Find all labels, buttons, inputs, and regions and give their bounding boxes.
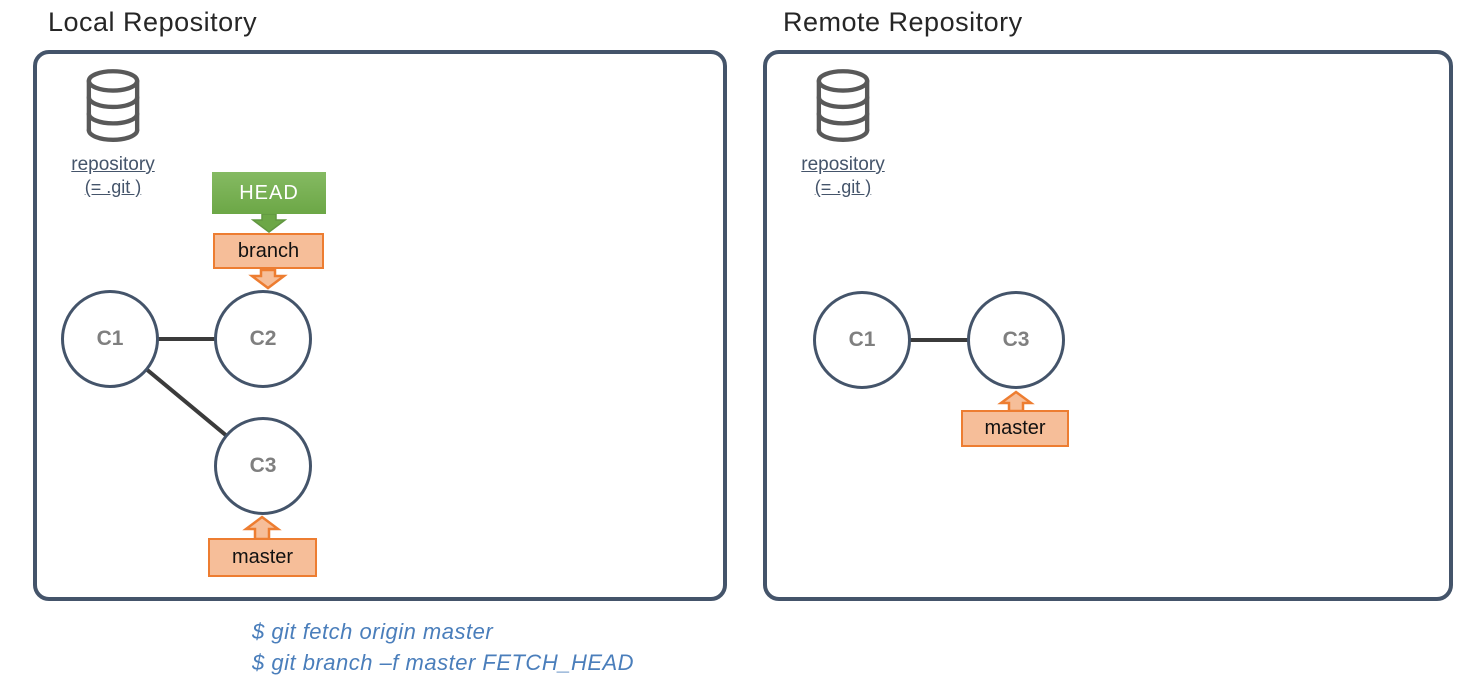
repository-git-label: (= .git ) xyxy=(814,177,872,197)
branch-badge: branch xyxy=(213,233,324,269)
commit-node-c1: C1 xyxy=(813,291,911,389)
git-command-line: $ git fetch origin master xyxy=(252,619,494,644)
master-arrow-icon xyxy=(997,390,1035,413)
master-badge: master xyxy=(208,538,317,577)
commit-node-c1: C1 xyxy=(61,290,159,388)
commit-node-c2: C2 xyxy=(214,290,312,388)
repository-git-label: (= .git ) xyxy=(84,177,142,197)
commit-label: C3 xyxy=(249,454,277,477)
remote-repository-title: Remote Repository xyxy=(783,7,1023,37)
database-icon xyxy=(816,69,870,142)
local-repository-title: Local Repository xyxy=(48,7,258,37)
commit-node-c3: C3 xyxy=(214,417,312,515)
repository-label-text: repository xyxy=(801,154,885,175)
commit-label: C1 xyxy=(848,328,876,351)
database-icon xyxy=(86,69,140,142)
commit-label: C1 xyxy=(96,327,124,350)
commit-label: C3 xyxy=(1002,328,1030,351)
repository-label: repository (= .git ) xyxy=(51,153,175,199)
repository-label-text: repository xyxy=(71,154,155,175)
commit-label: C2 xyxy=(249,327,277,350)
master-arrow-icon xyxy=(242,515,282,541)
head-arrow-icon xyxy=(250,213,288,233)
git-command-line: $ git branch –f master FETCH_HEAD xyxy=(252,650,635,675)
master-badge: master xyxy=(961,410,1069,447)
remote-repository-panel xyxy=(763,50,1453,601)
repository-label: repository (= .git ) xyxy=(781,153,905,199)
git-commands: $ git fetch origin master $ git branch –… xyxy=(252,616,634,678)
head-badge: HEAD xyxy=(212,172,326,214)
commit-node-c3: C3 xyxy=(967,291,1065,389)
branch-arrow-icon xyxy=(248,268,288,290)
